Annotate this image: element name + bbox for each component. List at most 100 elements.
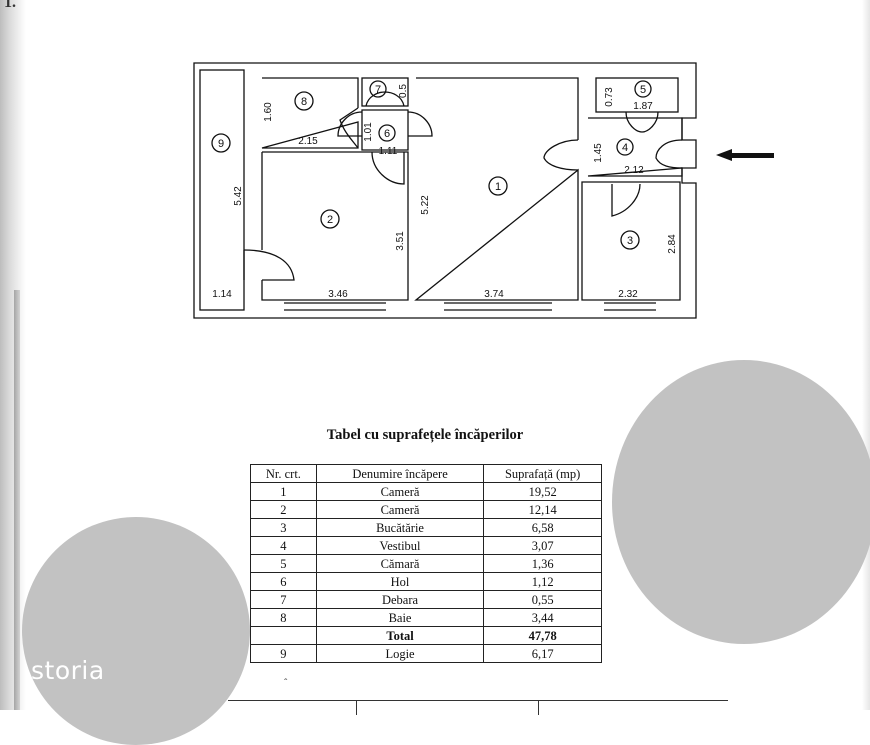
dim-r9-width: 1.14 bbox=[212, 289, 232, 300]
row-nr: 2 bbox=[250, 500, 317, 519]
row-area: 6,58 bbox=[483, 518, 602, 537]
dim-r9-height: 5.42 bbox=[233, 186, 244, 206]
bottom-table-divider bbox=[356, 701, 357, 715]
room-5-camara bbox=[595, 77, 679, 113]
room-7-number: 7 bbox=[375, 84, 381, 96]
room-6-number: 6 bbox=[384, 128, 390, 140]
table-row: 7 Debara 0,55 bbox=[250, 590, 602, 609]
room-6-door-left bbox=[337, 111, 363, 137]
scanned-page-edge bbox=[0, 0, 26, 710]
row-nr: 8 bbox=[250, 608, 317, 627]
room-4-marker bbox=[616, 138, 634, 156]
row-name: Cameră bbox=[315, 482, 485, 501]
row-name: Bucătărie bbox=[315, 518, 485, 537]
row-name: Cameră bbox=[315, 500, 485, 519]
dim-r7-top: 0.5 bbox=[398, 84, 409, 98]
header-name: Denumire încăpere bbox=[315, 464, 485, 483]
room-3-door bbox=[611, 183, 641, 217]
row-nr: 4 bbox=[250, 536, 317, 555]
room-6-door-right bbox=[407, 111, 433, 137]
dim-r4-height: 1.45 bbox=[593, 143, 604, 163]
room-8-number: 8 bbox=[301, 96, 307, 108]
dim-r4-width: 2.12 bbox=[624, 165, 644, 176]
room-7-marker bbox=[369, 80, 387, 98]
table-title: Tabel cu suprafețele încăperilor bbox=[326, 427, 524, 443]
table-row: 3 Bucătărie 6,58 bbox=[250, 518, 602, 537]
privacy-overlay-circle-right bbox=[612, 360, 870, 644]
table-header-row: Nr. crt. Denumire încăpere Suprafață (mp… bbox=[250, 464, 602, 483]
row-area: 1,12 bbox=[483, 572, 602, 591]
table-extra-row: 9 Logie 6,17 bbox=[250, 644, 602, 663]
privacy-overlay-circle-left bbox=[22, 517, 250, 745]
dim-r5-left: 0.73 bbox=[604, 87, 615, 107]
cut-off-bottom-table bbox=[228, 700, 728, 715]
room-2-marker bbox=[320, 209, 340, 229]
row-area: 6,17 bbox=[483, 644, 602, 663]
row-name: Hol bbox=[315, 572, 485, 591]
table-total-row: Total 47,78 bbox=[250, 626, 602, 645]
room-8-marker bbox=[294, 91, 314, 111]
row-nr: 7 bbox=[250, 590, 317, 609]
row-area: 3,44 bbox=[483, 608, 602, 627]
room-4-number: 4 bbox=[622, 142, 628, 154]
row-area: 3,07 bbox=[483, 536, 602, 555]
row-area: 12,14 bbox=[483, 500, 602, 519]
row-name: Baie bbox=[315, 608, 485, 627]
exterior-wall bbox=[193, 62, 697, 319]
table-row: 2 Cameră 12,14 bbox=[250, 500, 602, 519]
room-3-number: 3 bbox=[627, 235, 633, 247]
row-area: 19,52 bbox=[483, 482, 602, 501]
bottom-window-left bbox=[284, 302, 386, 311]
row-nr: 1 bbox=[250, 482, 317, 501]
room-1-door bbox=[543, 139, 579, 171]
room-3-bucatarie bbox=[581, 181, 681, 301]
row-area: 1,36 bbox=[483, 554, 602, 573]
dim-r6-width: 1.11 bbox=[379, 146, 398, 157]
room-3-marker bbox=[620, 230, 640, 250]
room-8-baie bbox=[261, 77, 359, 149]
row-name: Debara bbox=[315, 590, 485, 609]
table-row: 5 Cămară 1,36 bbox=[250, 554, 602, 573]
bottom-window-middle bbox=[444, 302, 552, 311]
corner-scan-artifact: 1. bbox=[4, 0, 16, 11]
scanned-page-right-edge bbox=[862, 0, 870, 710]
storia-watermark-logo: storia bbox=[31, 656, 105, 685]
room-6-marker bbox=[378, 124, 396, 142]
room-5-doors bbox=[625, 111, 659, 133]
row-nr: 9 bbox=[250, 644, 317, 663]
room-9-logie bbox=[199, 69, 245, 311]
room-6-hol bbox=[361, 109, 409, 151]
dim-r8-height: 1.60 bbox=[263, 102, 274, 122]
room-4-vestibul bbox=[587, 117, 683, 177]
row-name: Vestibul bbox=[315, 536, 485, 555]
room-areas-table: Nr. crt. Denumire încăpere Suprafață (mp… bbox=[250, 464, 602, 663]
room-2-camera bbox=[261, 151, 409, 301]
dim-r5-width: 1.87 bbox=[633, 101, 653, 112]
room-9-door-arc bbox=[243, 249, 295, 281]
scan-tick-mark: ˆ bbox=[284, 678, 288, 689]
room-5-number: 5 bbox=[640, 84, 646, 96]
table-row: 6 Hol 1,12 bbox=[250, 572, 602, 591]
room-2-number: 2 bbox=[327, 214, 333, 226]
room-4-entry-door bbox=[655, 139, 683, 169]
table-row: 4 Vestibul 3,07 bbox=[250, 536, 602, 555]
dim-r1-width: 3.74 bbox=[484, 289, 504, 300]
dim-r8-width: 2.15 bbox=[298, 136, 318, 147]
table-row: 1 Cameră 19,52 bbox=[250, 482, 602, 501]
row-name: Cămară bbox=[315, 554, 485, 573]
bottom-window-right bbox=[604, 302, 656, 311]
table-row: 8 Baie 3,44 bbox=[250, 608, 602, 627]
room-7-debara bbox=[361, 77, 409, 107]
row-area: 0,55 bbox=[483, 590, 602, 609]
row-nr: 5 bbox=[250, 554, 317, 573]
dim-r6-height: 1.01 bbox=[363, 122, 374, 142]
dim-r3-height: 2.84 bbox=[667, 234, 678, 254]
dim-r1-height: 5.22 bbox=[420, 195, 431, 215]
total-area: 47,78 bbox=[483, 626, 602, 645]
scanned-page-shadow bbox=[14, 290, 20, 710]
room-1-camera bbox=[414, 77, 579, 301]
bottom-table-divider bbox=[538, 701, 539, 715]
entrance-arrow bbox=[716, 149, 774, 161]
dim-r3-width: 2.32 bbox=[618, 289, 638, 300]
room-5-marker bbox=[634, 80, 652, 98]
